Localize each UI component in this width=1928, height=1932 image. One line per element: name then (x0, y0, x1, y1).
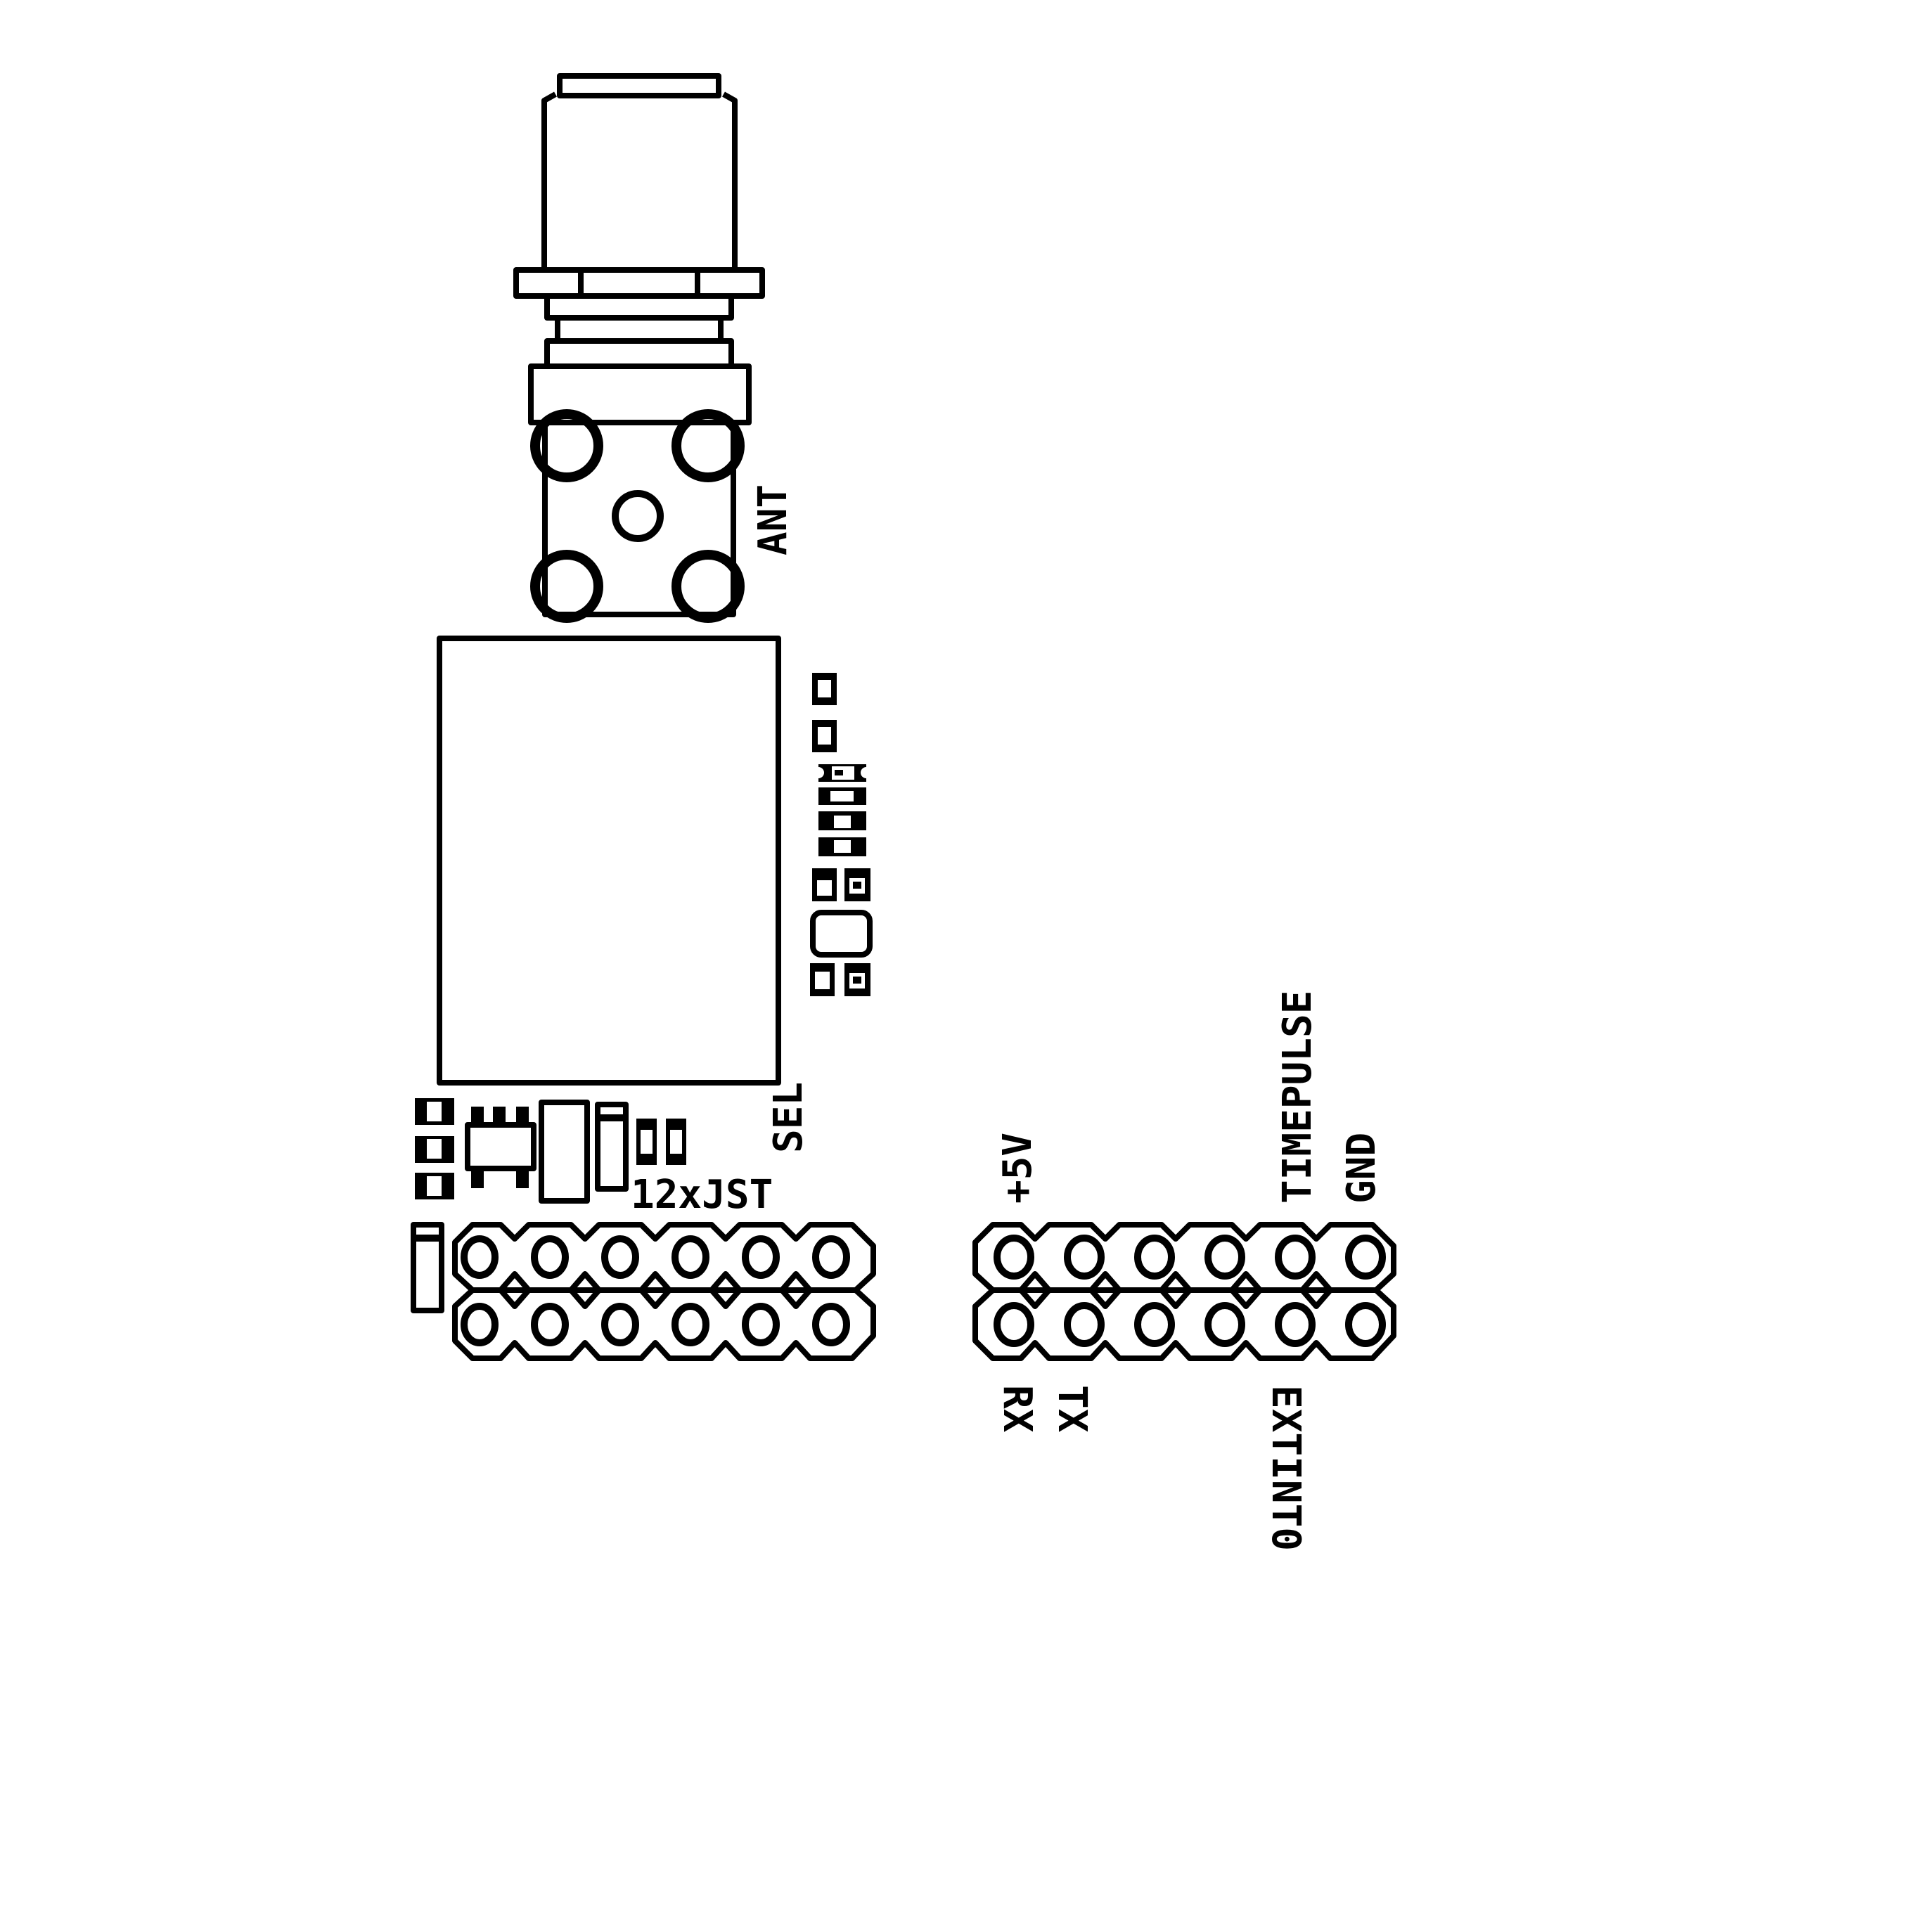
antenna-connector (513, 73, 765, 623)
pin-label-gnd: GND (1339, 1133, 1384, 1204)
smd-components-column (810, 673, 873, 996)
left-header-2x6 (452, 1222, 876, 1361)
left-header-label: 12xJST (631, 1172, 773, 1218)
pin-label-5v: +5V (995, 1133, 1041, 1204)
lower-left-smd-parts (411, 1098, 686, 1313)
right-header-2x6 (972, 1222, 1396, 1361)
gps-module-outline (437, 636, 781, 1086)
antenna-label: ANT (750, 484, 796, 555)
select-label: SEL (766, 1082, 811, 1153)
pin-label-extint0: EXTINT0 (1263, 1385, 1309, 1551)
pin-label-tx: TX (1049, 1385, 1095, 1432)
pin-label-timepulse: TIMEPULSE (1275, 991, 1320, 1204)
pin-label-rx: RX (994, 1385, 1040, 1432)
